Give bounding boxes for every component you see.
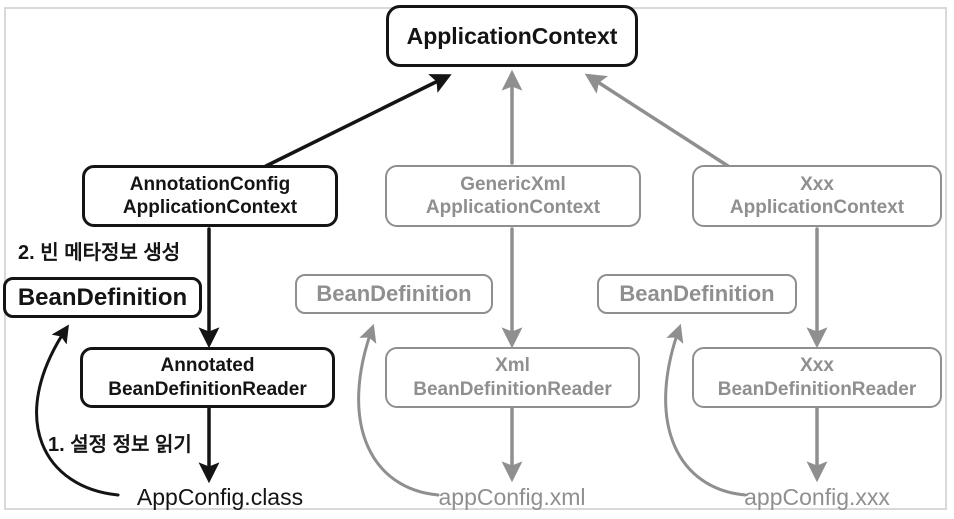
node-label: Xxx ApplicationContext bbox=[729, 173, 905, 218]
node-label: Annotated BeanDefinitionReader bbox=[108, 355, 307, 400]
node-label: Xxx BeanDefinitionReader bbox=[717, 355, 917, 400]
step-2-label: 2. 빈 메타정보 생성 bbox=[18, 242, 181, 264]
node-xxx-beandefinitionreader: Xxx BeanDefinitionReader bbox=[692, 347, 942, 408]
node-genericxml-applicationcontext: GenericXml ApplicationContext bbox=[385, 165, 641, 227]
arrow-xxx-to-applicationcontext bbox=[584, 73, 730, 168]
node-label: Xml BeanDefinitionReader bbox=[413, 355, 612, 400]
node-xxx-applicationcontext: Xxx ApplicationContext bbox=[692, 165, 942, 227]
arrow-annotationconfig-to-applicationcontext bbox=[264, 74, 452, 168]
node-label: ApplicationContext bbox=[406, 22, 618, 49]
node-annotationconfig-applicationcontext: AnnotationConfig ApplicationContext bbox=[82, 165, 338, 227]
node-application-context: ApplicationContext bbox=[386, 5, 638, 67]
node-beandefinition-left: BeanDefinition bbox=[3, 277, 202, 318]
arrow-appconfigxml-to-beandefinition bbox=[357, 323, 440, 497]
arrow-appconfigclass-to-beandefinition bbox=[35, 324, 120, 497]
node-label: BeanDefinition bbox=[17, 283, 188, 311]
appconfig-class-label: AppConfig.class bbox=[136, 484, 304, 510]
node-label: GenericXml ApplicationContext bbox=[425, 173, 601, 218]
node-xml-beandefinitionreader: Xml BeanDefinitionReader bbox=[385, 347, 640, 408]
node-beandefinition-middle: BeanDefinition bbox=[295, 274, 493, 314]
appconfig-xml-label: appConfig.xml bbox=[438, 484, 586, 510]
node-label: BeanDefinition bbox=[316, 280, 472, 306]
node-label: BeanDefinition bbox=[619, 280, 775, 306]
appconfig-xxx-label: appConfig.xxx bbox=[744, 484, 890, 510]
arrow-appconfigxxx-to-beandefinition bbox=[664, 323, 747, 497]
node-annotated-beandefinitionreader: Annotated BeanDefinitionReader bbox=[80, 347, 335, 408]
step-1-label: 1. 설정 정보 읽기 bbox=[48, 434, 192, 456]
node-label: AnnotationConfig ApplicationContext bbox=[122, 173, 298, 218]
node-beandefinition-right: BeanDefinition bbox=[597, 274, 797, 314]
